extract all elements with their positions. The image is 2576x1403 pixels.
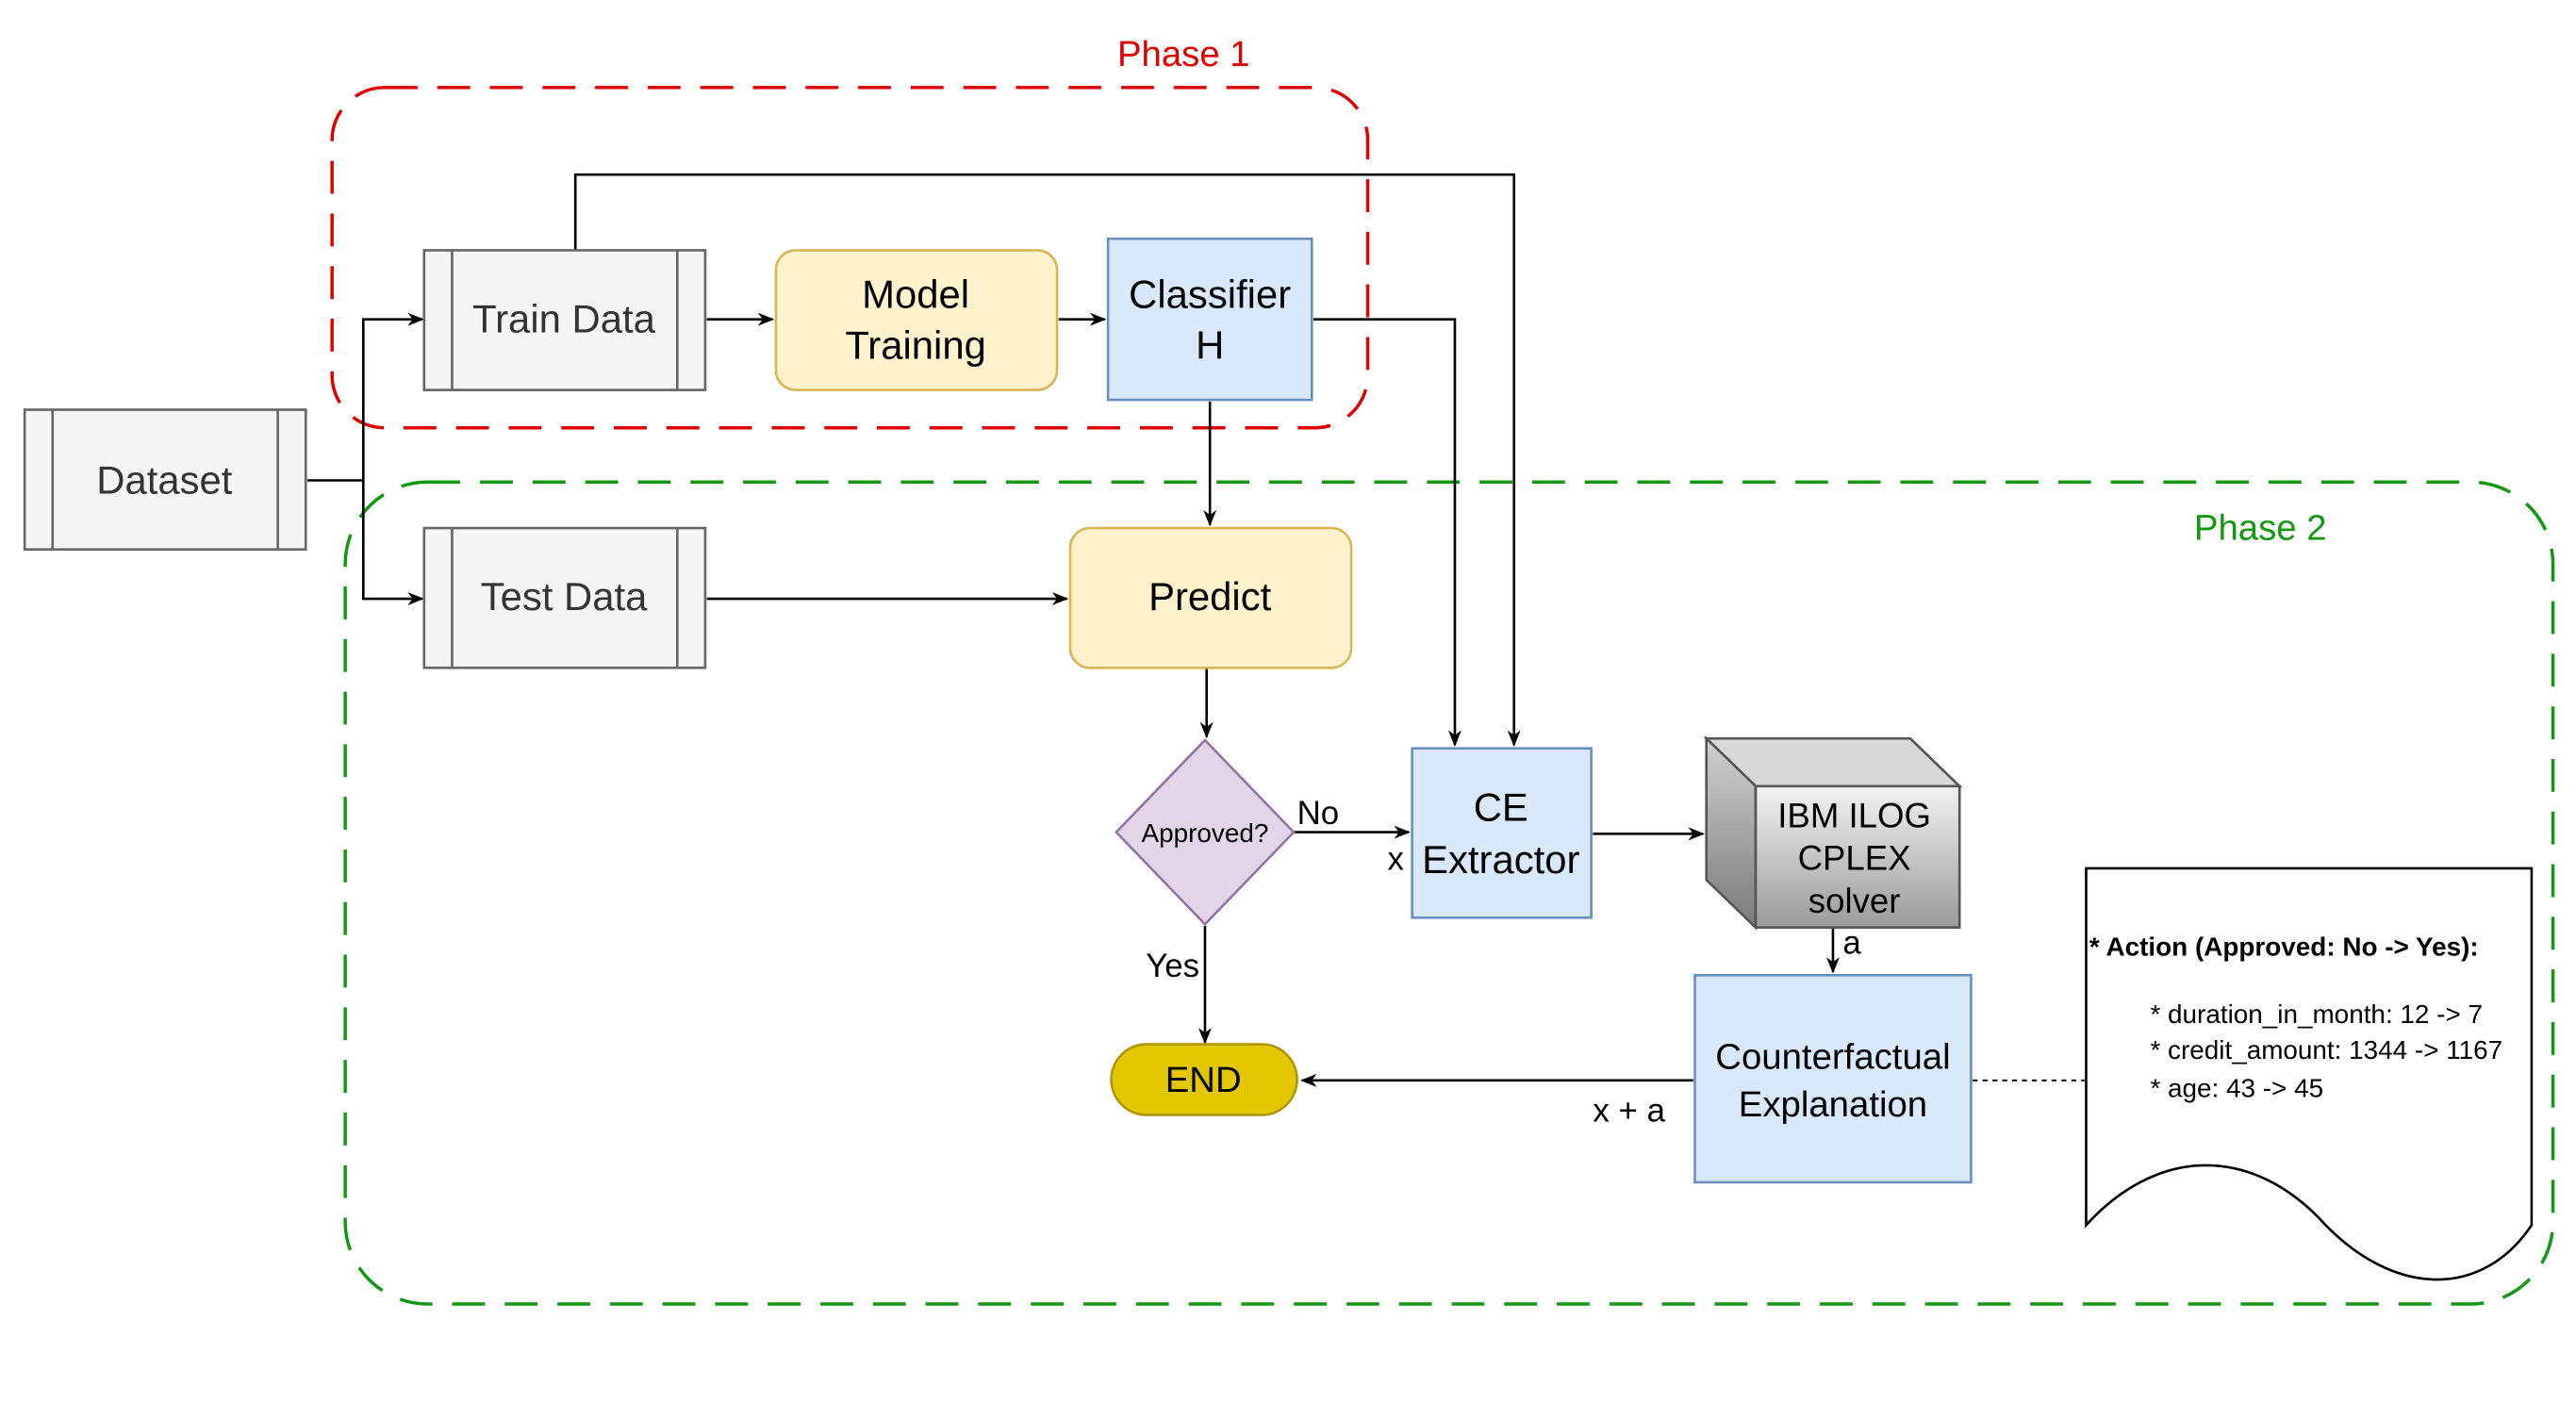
edge-classifier-to-ce: [1313, 318, 1461, 747]
note-item-1: * duration_in_month: 12 -> 7: [2150, 999, 2483, 1029]
approved-label: Approved?: [1142, 818, 1269, 848]
end-label: END: [1165, 1060, 1242, 1100]
dataset-label: Dataset: [96, 457, 233, 502]
ce-extractor-node: CE Extractor: [1411, 747, 1593, 919]
solver-label-line1: IBM ILOG: [1777, 796, 1931, 834]
solver-label-line3: solver: [1808, 882, 1901, 920]
end-node: END: [1110, 1043, 1298, 1116]
note-item-3: * age: 43 -> 45: [2150, 1073, 2323, 1102]
action-note: * Action (Approved: No -> Yes): * durati…: [2085, 867, 2534, 1281]
solver-node: IBM ILOG CPLEX solver: [1703, 735, 1963, 931]
edge-label-x: x: [1387, 841, 1404, 878]
counterfactual-label-line2: Explanation: [1739, 1084, 1927, 1125]
test-data-node: Test Data: [422, 526, 707, 669]
edge-label-yes: Yes: [1146, 948, 1199, 984]
train-data-label: Train Data: [472, 297, 655, 341]
connectors: [307, 173, 2085, 1087]
classifier-node: Classifier H: [1106, 237, 1313, 402]
phase2-region: [343, 480, 2555, 1306]
predict-label: Predict: [1148, 574, 1272, 619]
classifier-label-line1: Classifier: [1129, 272, 1291, 316]
model-training-node: Model Training: [774, 249, 1059, 391]
phase1-label: Phase 1: [1117, 34, 1250, 74]
approved-decision: Approved?: [1114, 738, 1296, 927]
ce-extractor-label-line2: Extractor: [1422, 837, 1579, 882]
edge-train-to-ce: [573, 173, 1521, 747]
note-title: * Action (Approved: No -> Yes):: [2089, 932, 2479, 961]
solver-label-line2: CPLEX: [1798, 839, 1911, 878]
predict-node: Predict: [1068, 526, 1353, 669]
dataset-node: Dataset: [23, 408, 307, 552]
model-training-label-line2: Training: [845, 322, 986, 367]
edge-label-a: a: [1842, 925, 1861, 962]
edge-to-test-data: [361, 480, 424, 606]
test-data-label: Test Data: [481, 574, 648, 619]
edge-to-train-data: [361, 312, 424, 481]
counterfactual-label-line1: Counterfactual: [1715, 1037, 1950, 1078]
ce-extractor-label-line1: CE: [1474, 784, 1528, 829]
model-training-label-line1: Model: [862, 272, 969, 316]
phase1-region: [330, 86, 1370, 430]
edge-label-x-plus-a: x + a: [1593, 1092, 1665, 1129]
classifier-label-line2: H: [1196, 322, 1224, 367]
counterfactual-node: Counterfactual Explanation: [1693, 973, 1973, 1184]
edge-label-no: No: [1297, 795, 1340, 832]
note-item-2: * credit_amount: 1344 -> 1167: [2150, 1035, 2502, 1065]
train-data-node: Train Data: [422, 249, 707, 391]
phase2-label: Phase 2: [2194, 507, 2327, 548]
